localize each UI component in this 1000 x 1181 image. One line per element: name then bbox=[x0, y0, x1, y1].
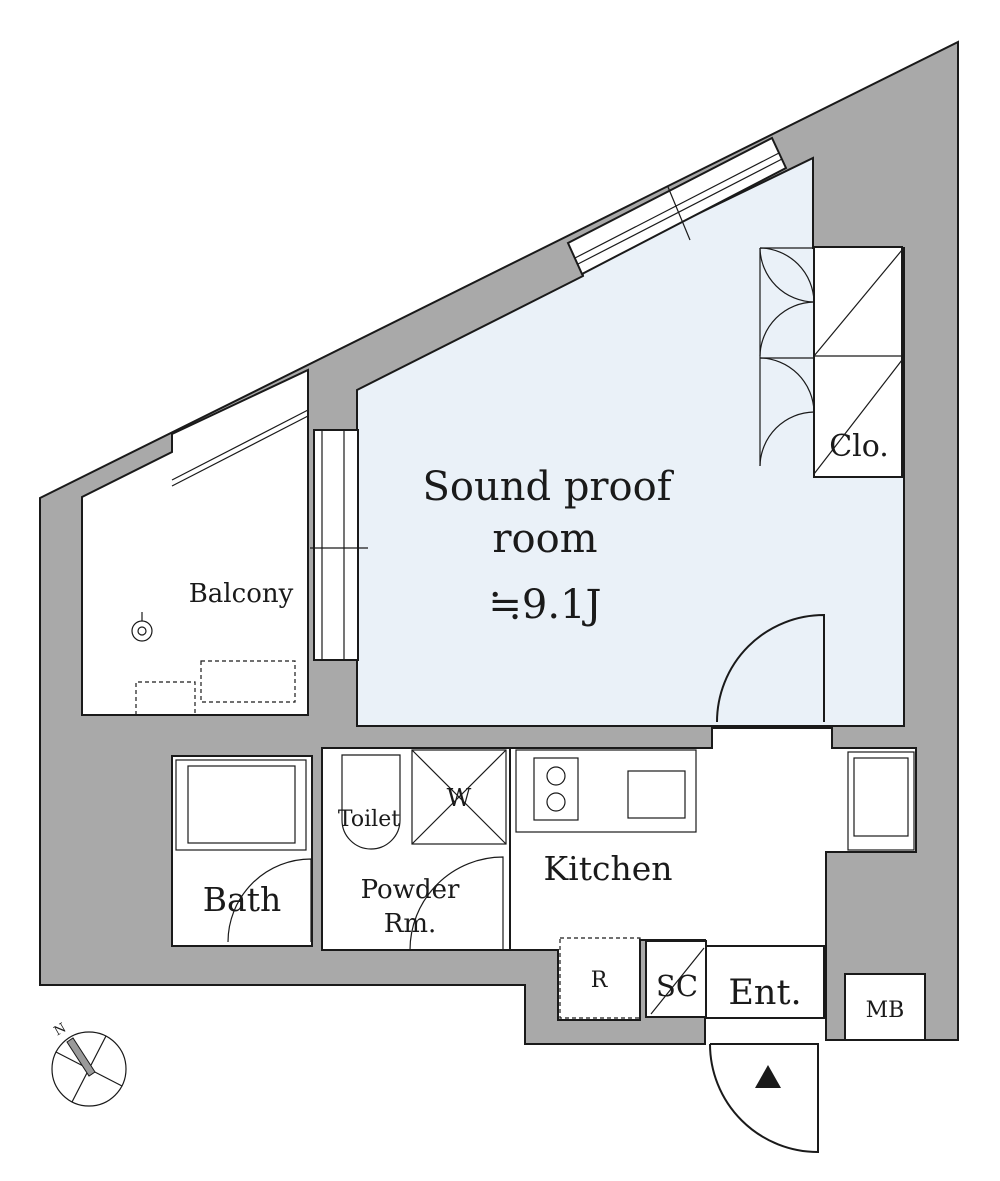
room-title-line2: room bbox=[492, 516, 597, 562]
powder-label-line2: Rm. bbox=[384, 909, 437, 939]
compass-north-label: N bbox=[52, 1021, 69, 1040]
closet-label: Clo. bbox=[829, 429, 889, 464]
shoe-closet-label: SC bbox=[656, 969, 698, 1003]
toilet-label: Toilet bbox=[338, 807, 400, 832]
bath bbox=[171, 755, 313, 947]
entrance-label: Ent. bbox=[728, 973, 801, 1013]
powder-label-line1: Powder bbox=[361, 875, 460, 905]
room-area: ≒9.1J bbox=[488, 582, 601, 628]
balcony-label: Balcony bbox=[189, 579, 294, 609]
washer-label: W bbox=[447, 784, 472, 812]
meter-box-label: MB bbox=[866, 998, 905, 1023]
kitchen-label: Kitchen bbox=[544, 849, 673, 888]
balcony bbox=[81, 368, 309, 716]
room-title-line1: Sound proof bbox=[422, 464, 674, 510]
refrigerator-label: R bbox=[591, 968, 609, 993]
entry-arrow-icon bbox=[755, 1065, 781, 1088]
meter-box bbox=[844, 973, 926, 1041]
closet bbox=[759, 246, 903, 478]
powder-room bbox=[321, 747, 511, 951]
bath-label: Bath bbox=[203, 880, 281, 919]
entrance bbox=[645, 940, 825, 1154]
compass-icon bbox=[51, 1031, 127, 1107]
